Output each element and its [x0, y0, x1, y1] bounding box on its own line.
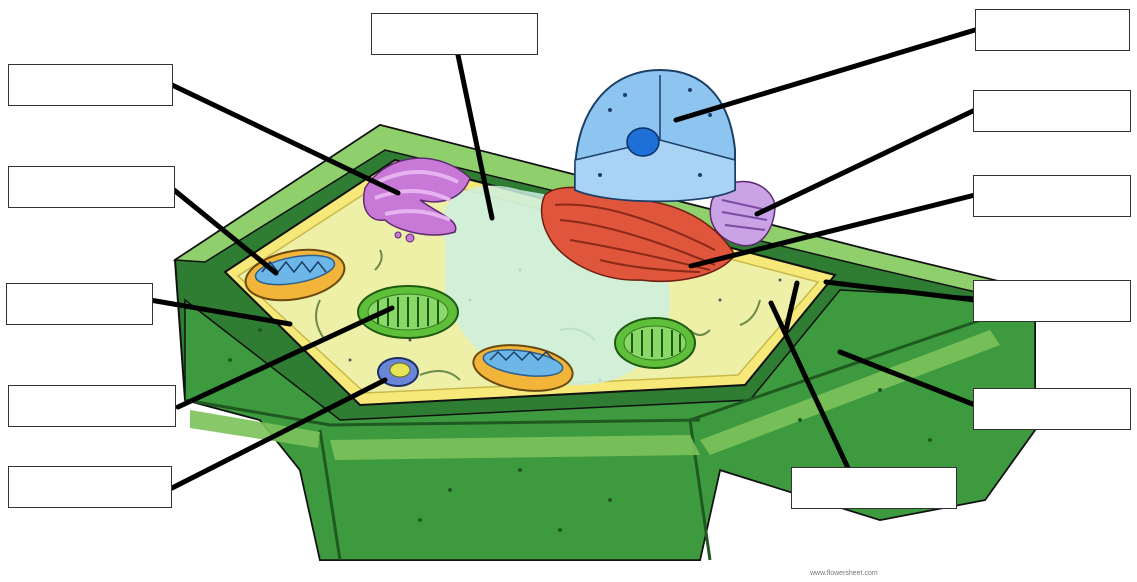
label-box-right-5[interactable]	[973, 388, 1131, 430]
credit-text: www.flowersheet.com	[810, 570, 878, 577]
label-box-right-4[interactable]	[973, 280, 1131, 322]
label-box-left-1[interactable]	[8, 64, 173, 106]
chloroplast-right	[615, 318, 695, 368]
label-box-left-4[interactable]	[8, 385, 176, 427]
label-box-right-1[interactable]	[975, 9, 1130, 51]
label-box-right-2[interactable]	[973, 90, 1131, 132]
label-box-left-2[interactable]	[8, 166, 175, 208]
label-box-top-center[interactable]	[371, 13, 538, 55]
label-box-bottom-center[interactable]	[791, 467, 957, 509]
label-box-right-3[interactable]	[973, 175, 1131, 217]
nucleus	[575, 70, 735, 201]
label-box-left-5[interactable]	[8, 466, 172, 508]
chloroplast-center	[358, 286, 458, 338]
label-box-left-3[interactable]	[6, 283, 153, 325]
